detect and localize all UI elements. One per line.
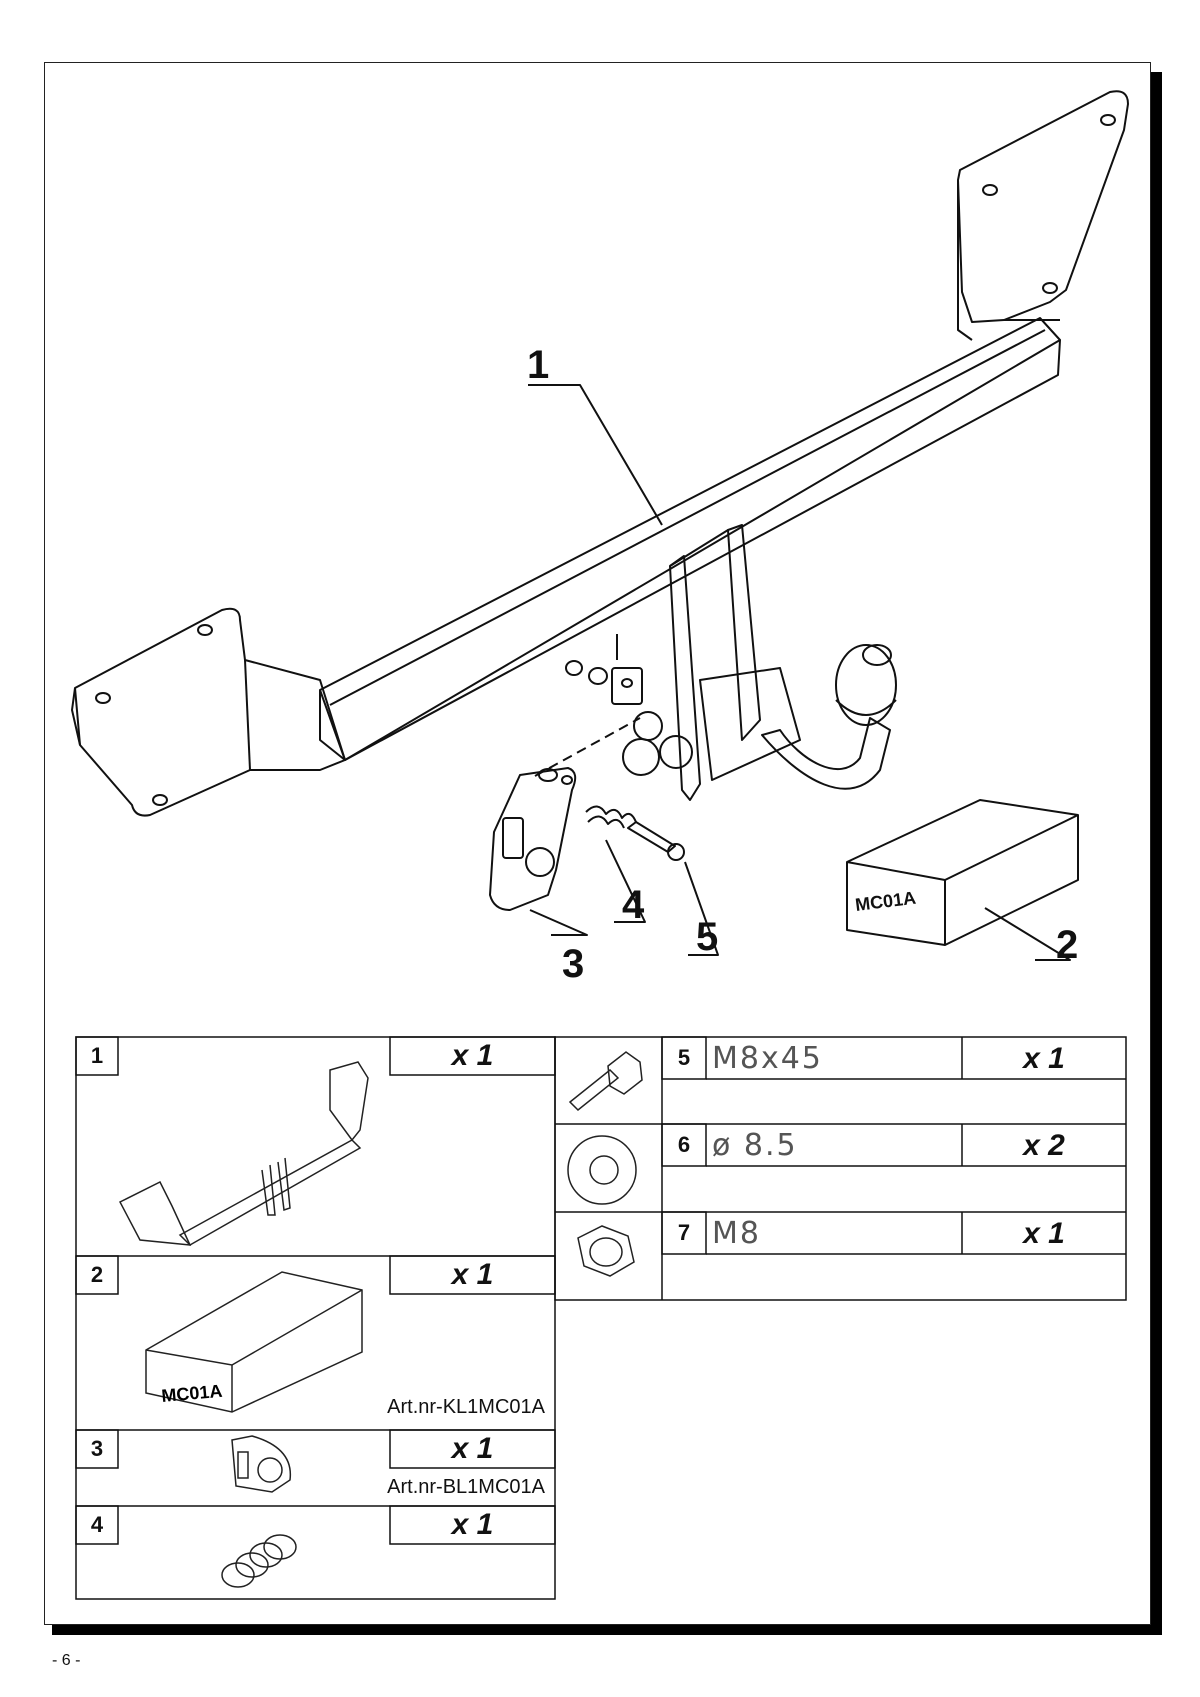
part-3-quantity: x 1: [451, 1432, 494, 1465]
part-7-quantity: x 1: [1023, 1217, 1065, 1250]
part-5-number: 5: [677, 1045, 691, 1070]
part-2-article-number: Art.nr-KL1MC01A: [387, 1396, 545, 1418]
part-5-spec: M8x45: [712, 1041, 823, 1076]
part-3-article-number: Art.nr-BL1MC01A: [387, 1476, 545, 1498]
part-2-quantity: x 1: [451, 1258, 494, 1291]
part-1-quantity: x 1: [451, 1039, 494, 1072]
part-4-number: 4: [90, 1512, 104, 1537]
callout-4: 4: [622, 883, 645, 927]
callout-5: 5: [696, 915, 718, 959]
callout-3: 3: [562, 942, 584, 986]
part-4-quantity: x 1: [451, 1508, 494, 1541]
part-6-number: 6: [677, 1132, 691, 1157]
callout-1: 1: [527, 343, 549, 387]
part-6-spec: ø 8.5: [712, 1128, 798, 1163]
callout-2: 2: [1056, 923, 1078, 967]
part-2-number: 2: [90, 1262, 104, 1287]
part-7-number: 7: [677, 1220, 691, 1245]
part-6-quantity: x 2: [1023, 1129, 1065, 1162]
page-number: - 6 -: [52, 1652, 81, 1669]
part-5-quantity: x 1: [1023, 1042, 1065, 1075]
part-1-number: 1: [90, 1043, 104, 1068]
thumbnail-box-label: MC01A: [161, 1381, 224, 1406]
part-7-spec: M8: [712, 1216, 761, 1251]
part-3-number: 3: [90, 1436, 104, 1461]
